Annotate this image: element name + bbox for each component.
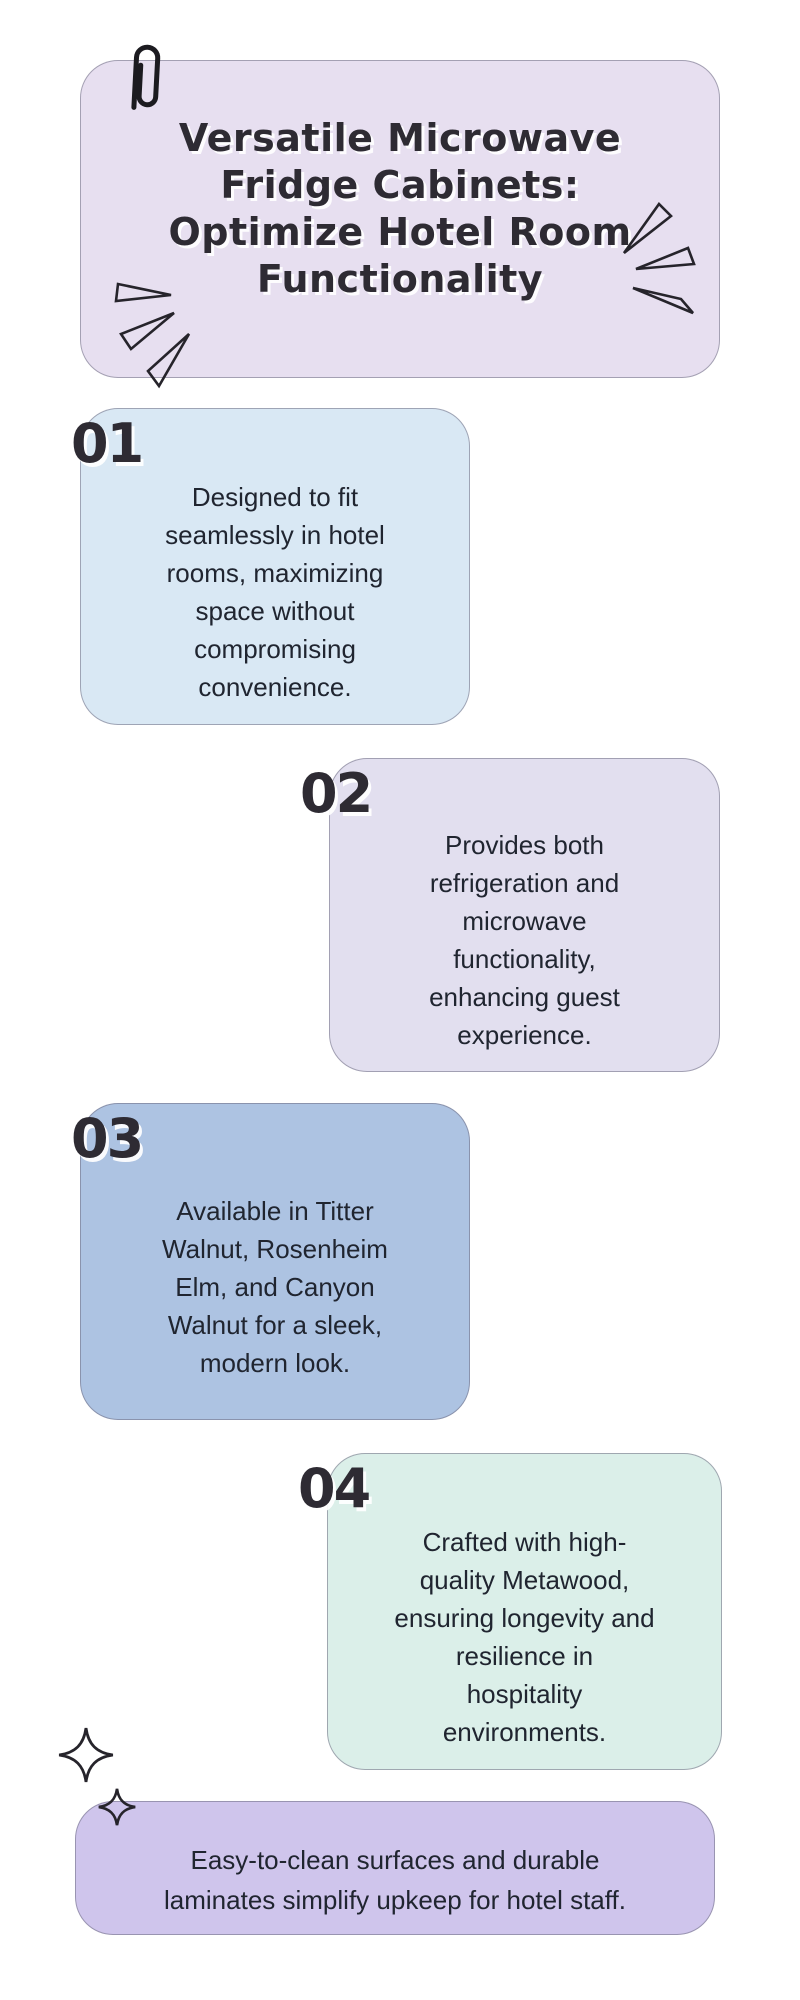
step-card-02: 02 Provides both refrigeration and micro… <box>300 758 720 1072</box>
title-card: Versatile Microwave Fridge Cabinets: Opt… <box>80 44 720 389</box>
step-text-04: Crafted with high- quality Metawood, ens… <box>394 1526 655 1747</box>
step-card-01: 01 Designed to fit seamlessly in hotel r… <box>71 408 470 725</box>
footer-card: Easy-to-clean surfaces and durable lamin… <box>75 1801 715 1935</box>
burst-lines-left-icon <box>114 282 191 389</box>
step-number-02: 02 <box>300 762 373 825</box>
step-text-02: Provides both refrigeration and microwav… <box>429 830 620 1050</box>
step-number-03: 03 <box>71 1107 144 1170</box>
paperclip-icon <box>131 44 161 110</box>
step-number-01: 01 <box>71 412 144 475</box>
sparkle-small-icon <box>98 1788 136 1826</box>
footer-text: Easy-to-clean surfaces and durable lamin… <box>164 1845 626 1915</box>
step-number-04: 04 <box>298 1457 371 1520</box>
step-text-01: Designed to fit seamlessly in hotel room… <box>165 481 385 702</box>
step-card-03: 03 Available in Titter Walnut, Rosenheim… <box>71 1103 470 1420</box>
sparkle-large-icon <box>58 1727 114 1783</box>
page-title: Versatile Microwave Fridge Cabinets: Opt… <box>168 116 632 301</box>
burst-lines-right-icon <box>622 201 696 315</box>
step-text-03: Available in Titter Walnut, Rosenheim El… <box>162 1195 388 1378</box>
step-card-04: 04 Crafted with high- quality Metawood, … <box>298 1453 722 1770</box>
